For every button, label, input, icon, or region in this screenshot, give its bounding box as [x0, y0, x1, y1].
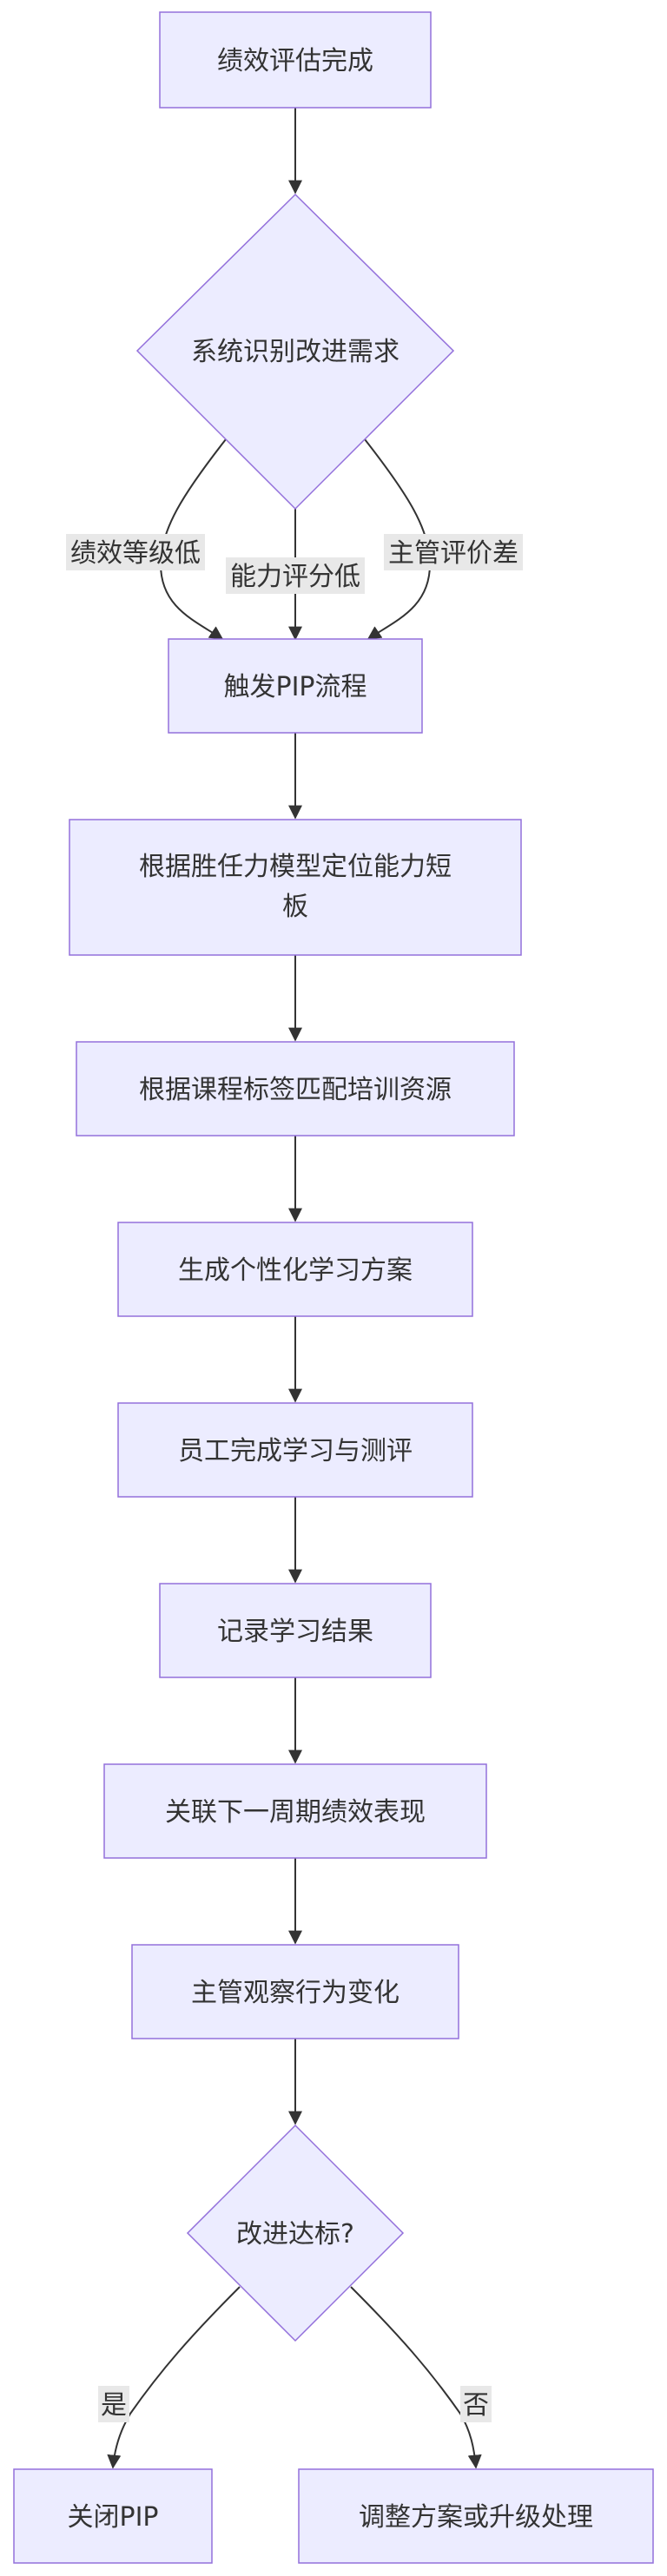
- edge-label-right: 主管评价差: [388, 538, 518, 569]
- svg-text:板: 板: [282, 892, 308, 922]
- svg-text:关联下一周期绩效表现: 关联下一周期绩效表现: [165, 1797, 426, 1828]
- svg-text:员工完成学习与测评: 员工完成学习与测评: [178, 1436, 413, 1466]
- svg-text:记录学习结果: 记录学习结果: [217, 1617, 373, 1647]
- edge-label-mid: 能力评分低: [230, 562, 360, 592]
- edge-label-no: 否: [463, 2390, 489, 2421]
- svg-text:改进达标?: 改进达标?: [236, 2219, 354, 2250]
- edge-label-yes: 是: [101, 2390, 127, 2421]
- node-adjust-or-escalate: 调整方案或升级处理: [298, 2468, 654, 2564]
- node-employee-learning-assessment: 员工完成学习与测评: [117, 1402, 473, 1498]
- node-close-pip: 关闭PIP: [13, 2468, 213, 2564]
- node-supervisor-observe-behavior: 主管观察行为变化: [131, 1944, 459, 2039]
- node-match-training-resources: 根据课程标签匹配培训资源: [76, 1041, 515, 1136]
- node-link-next-cycle-performance: 关联下一周期绩效表现: [103, 1763, 487, 1859]
- node-record-learning-result: 记录学习结果: [159, 1583, 432, 1678]
- edge-labels: 绩效等级低 能力评分低 主管评价差 是 否: [66, 534, 523, 2422]
- svg-text:根据胜任力模型定位能力短: 根据胜任力模型定位能力短: [139, 852, 452, 882]
- node-generate-learning-plan: 生成个性化学习方案: [117, 1222, 473, 1317]
- svg-text:系统识别改进需求: 系统识别改进需求: [191, 337, 400, 367]
- node-trigger-pip: 触发PIP流程: [168, 638, 423, 734]
- svg-text:调整方案或升级处理: 调整方案或升级处理: [359, 2502, 593, 2533]
- decision-improvement-met: 改进达标?: [186, 2124, 405, 2342]
- edges: [107, 108, 482, 2469]
- svg-text:根据课程标签匹配培训资源: 根据课程标签匹配培训资源: [139, 1075, 452, 1105]
- edge-d2-n10: [107, 2286, 241, 2469]
- node-locate-competency-gap: 根据胜任力模型定位能力短 板: [69, 819, 522, 956]
- svg-text:触发PIP流程: 触发PIP流程: [223, 672, 367, 702]
- svg-text:主管观察行为变化: 主管观察行为变化: [191, 1978, 400, 2008]
- svg-text:绩效评估完成: 绩效评估完成: [217, 46, 373, 76]
- svg-text:生成个性化学习方案: 生成个性化学习方案: [178, 1255, 413, 1286]
- edge-label-left: 绩效等级低: [70, 538, 201, 569]
- edge-d2-n11: [350, 2286, 482, 2469]
- node-performance-evaluation-done: 绩效评估完成: [159, 11, 432, 109]
- decision-identify-improvement: 系统识别改进需求: [135, 193, 455, 511]
- svg-text:关闭PIP: 关闭PIP: [67, 2502, 158, 2533]
